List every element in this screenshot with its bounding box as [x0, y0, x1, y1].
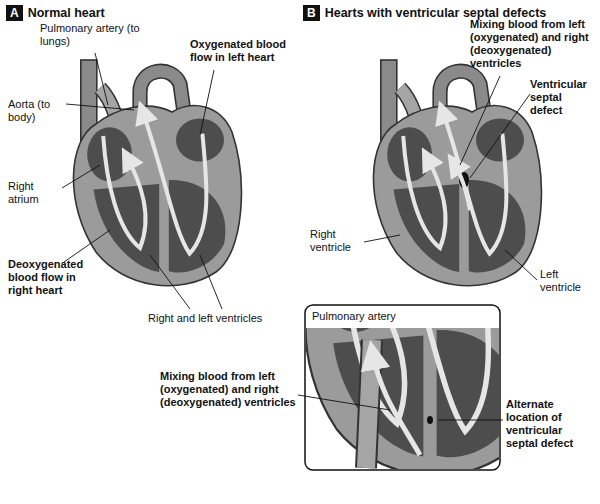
part-label: Ventricular septal defect	[530, 78, 596, 117]
part-label: Aorta (to body)	[8, 98, 64, 124]
part-label: Left ventricle	[540, 268, 596, 294]
part-label: Pulmonary artery (to lungs)	[40, 22, 150, 48]
part-label: Oxygenated blood flow in left heart	[190, 38, 292, 64]
panel-letter: A	[6, 5, 23, 21]
part-label: Pulmonary artery	[312, 310, 422, 323]
panel-heading: A Normal heart	[6, 5, 105, 21]
part-label: Mixing blood from left (oxygenated) and …	[160, 370, 296, 409]
part-label: Alternate location of ventricular septal…	[506, 398, 596, 450]
panel-letter: B	[303, 5, 320, 21]
part-label: Mixing blood from left (oxygenated) and …	[470, 18, 596, 70]
part-label: Right and left ventricles	[148, 312, 294, 325]
panel-title: Hearts with ventricular septal defects	[325, 6, 547, 20]
part-label: Right atrium	[8, 180, 62, 206]
panel-title: Normal heart	[28, 6, 105, 20]
part-label: Deoxygenated blood flow in right heart	[8, 258, 102, 297]
part-label: Right ventricle	[310, 228, 368, 254]
